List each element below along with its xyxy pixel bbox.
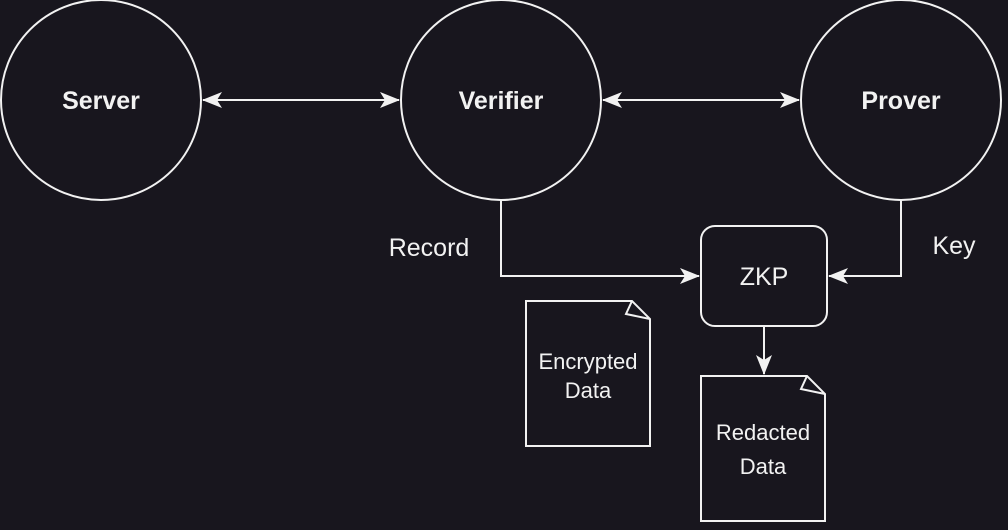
node-encrypted-data[interactable]: Encrypted Data	[525, 300, 651, 447]
redacted-data-line2: Data	[740, 454, 787, 479]
node-server-label: Server	[62, 87, 140, 115]
edge-label-key: Key	[932, 232, 976, 260]
node-prover-label: Prover	[861, 87, 940, 115]
node-zkp[interactable]: ZKP	[700, 225, 828, 327]
encrypted-data-line1: Encrypted	[538, 349, 637, 374]
node-server[interactable]: Server	[0, 0, 202, 201]
encrypted-data-line2: Data	[565, 378, 612, 403]
node-redacted-data[interactable]: Redacted Data	[700, 375, 826, 522]
redacted-data-line1: Redacted	[716, 420, 810, 445]
edge-label-record: Record	[389, 234, 470, 262]
node-prover[interactable]: Prover	[800, 0, 1002, 201]
edge-verifier-zkp	[500, 201, 700, 284]
edge-prover-zkp	[828, 201, 902, 284]
node-verifier[interactable]: Verifier	[400, 0, 602, 201]
node-verifier-label: Verifier	[459, 87, 544, 115]
node-zkp-label: ZKP	[740, 263, 789, 291]
